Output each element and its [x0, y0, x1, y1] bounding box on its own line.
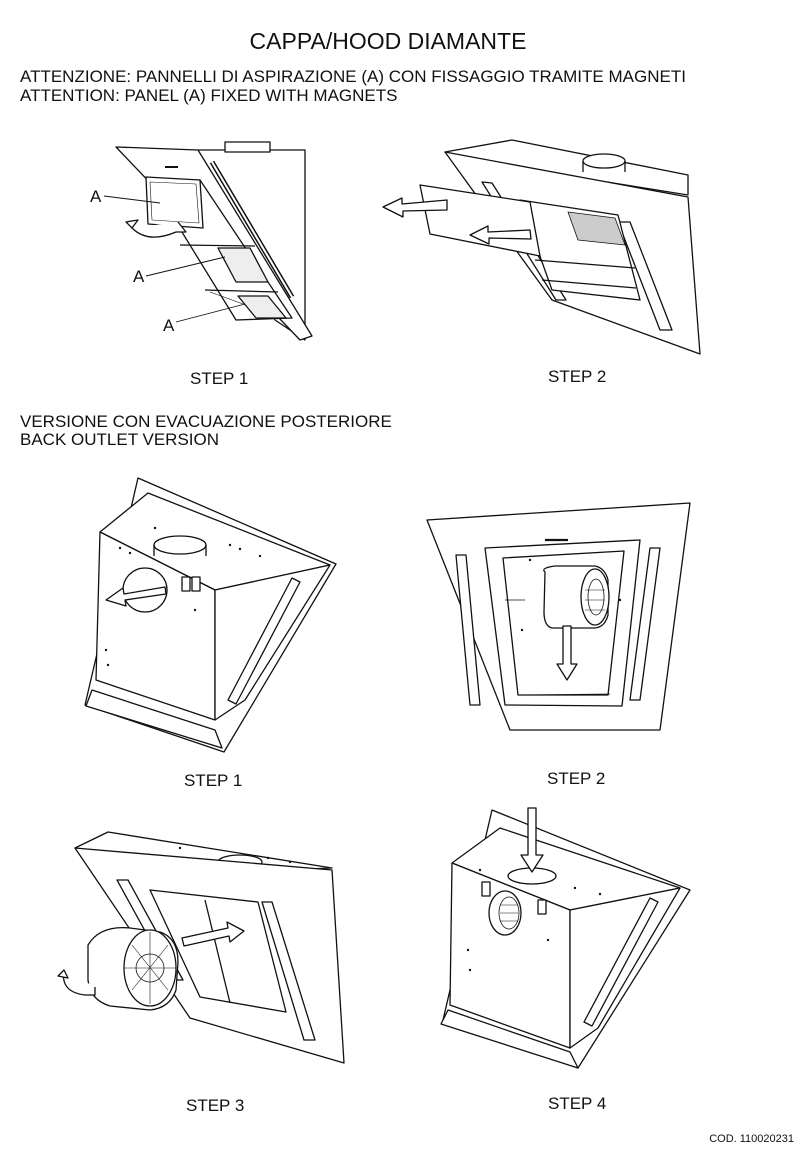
section2-step4-label: STEP 4 — [548, 1094, 607, 1113]
s1-step1-drawing — [103, 141, 313, 341]
document-code: COD. 110020231 — [709, 1133, 794, 1145]
section2-step3-label: STEP 3 — [186, 1096, 245, 1115]
section1-step1-label: STEP 1 — [190, 369, 249, 388]
section2-step1-label: STEP 1 — [184, 771, 243, 790]
section-heading-english: BACK OUTLET VERSION — [20, 430, 220, 449]
s2-step3-drawing — [57, 831, 345, 1064]
panel-label-a-3: A — [163, 316, 175, 335]
s1-step2-drawing — [382, 139, 701, 355]
attention-italian: ATTENZIONE: PANNELLI DI ASPIRAZIONE (A) … — [20, 67, 686, 86]
s2-step1-drawing — [84, 477, 337, 753]
panel-label-a-2: A — [133, 267, 145, 286]
section2-step2-label: STEP 2 — [547, 769, 606, 788]
section-heading-italian: VERSIONE CON EVACUAZIONE POSTERIORE — [20, 412, 392, 431]
section1-step2-label: STEP 2 — [548, 367, 607, 386]
page-title: CAPPA/HOOD DIAMANTE — [249, 28, 527, 54]
screw-dots — [104, 526, 622, 972]
s2-step2-drawing — [426, 502, 691, 731]
s2-step4-drawing — [440, 807, 691, 1069]
panel-label-a-1: A — [90, 187, 102, 206]
attention-english: ATTENTION: PANEL (A) FIXED WITH MAGNETS — [20, 86, 398, 105]
